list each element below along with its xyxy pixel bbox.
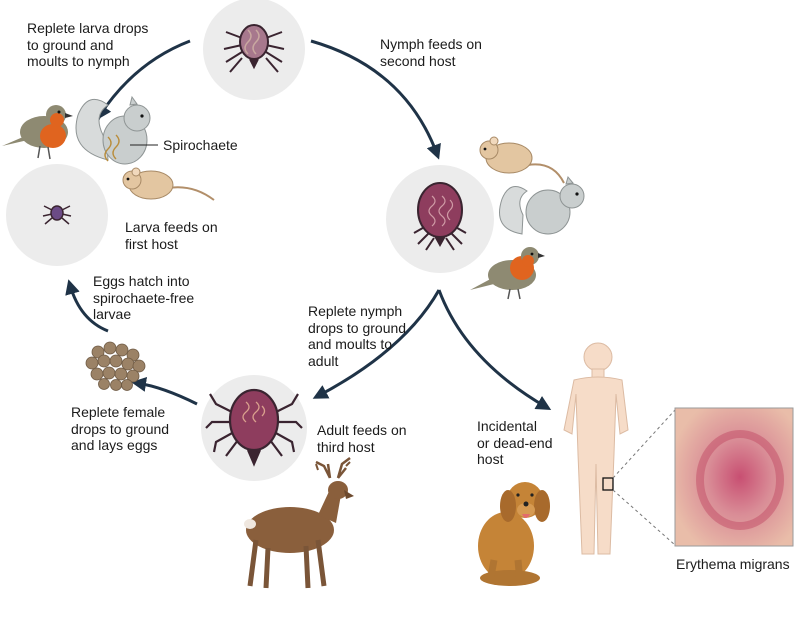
label-line: moults to nymph xyxy=(27,53,130,69)
mouse-icon-left xyxy=(122,167,215,201)
label-line: drops to ground xyxy=(308,319,407,336)
robin-bird-icon-right xyxy=(470,247,545,300)
label-eggs-hatch: Eggs hatch into spirochaete-free larvae xyxy=(93,273,194,323)
label-line: Spirochaete xyxy=(163,137,238,153)
rash-location-marker xyxy=(602,477,614,491)
label-adult-feeds: Adult feeds on third host xyxy=(317,422,407,455)
label-line: spirochaete-free xyxy=(93,289,195,306)
eggs-cluster-icon xyxy=(85,341,146,391)
label-line: Replete female xyxy=(71,404,166,420)
label-line: or dead-end xyxy=(477,434,553,451)
label-line: third host xyxy=(317,438,375,455)
mouse-icon-right xyxy=(479,136,565,184)
label-line: first host xyxy=(125,235,178,252)
label-larva-feeds: Larva feeds on first host xyxy=(125,219,218,252)
label-incidental-host: Incidental or dead-end host xyxy=(477,418,553,468)
zoom-line-bottom xyxy=(612,489,676,546)
label-line: to ground and xyxy=(27,36,114,53)
label-larva-drops: Replete larva drops to ground and moults… xyxy=(27,20,148,70)
label-line: and moults to xyxy=(308,336,393,352)
label-nymph-feeds: Nymph feeds on second host xyxy=(380,36,482,69)
adult-tick-icon xyxy=(205,388,303,467)
arrow-nymph-to-adult xyxy=(312,289,441,399)
human-figure-icon xyxy=(563,342,629,555)
label-line: drops to ground xyxy=(71,420,170,437)
label-line: adult xyxy=(308,352,339,369)
arrow-eggs-to-larva xyxy=(65,279,109,333)
erythema-migrans-photo xyxy=(674,407,794,547)
larva-tick-icon xyxy=(42,205,72,225)
label-line: Adult feeds on xyxy=(317,422,407,438)
arrow-female-to-eggs xyxy=(131,376,198,406)
label-line: Erythema migrans xyxy=(676,556,790,572)
label-line: Larva feeds on xyxy=(125,219,218,235)
squirrel-icon-left xyxy=(75,95,151,165)
arrow-nymph-to-second-host xyxy=(310,39,441,160)
label-line: and lays eggs xyxy=(71,437,158,453)
label-line: larvae xyxy=(93,306,132,322)
dog-icon xyxy=(478,482,550,586)
label-female-drops: Replete female drops to ground and lays … xyxy=(71,404,169,454)
deer-icon xyxy=(244,457,354,589)
arrow-to-incidental-host xyxy=(437,289,552,411)
label-line: second host xyxy=(380,52,456,69)
squirrel-icon-right xyxy=(499,175,585,235)
nymph-tick-icon xyxy=(223,24,285,73)
label-line: Replete nymph xyxy=(308,303,403,319)
label-spirochaete: Spirochaete xyxy=(163,137,238,154)
label-line: Nymph feeds on xyxy=(380,36,482,52)
engorged-nymph-tick-icon xyxy=(413,182,467,251)
label-line: Incidental xyxy=(477,418,537,434)
label-line: host xyxy=(477,451,504,467)
label-line: Replete larva drops xyxy=(27,20,149,36)
label-nymph-drops: Replete nymph drops to ground and moults… xyxy=(308,303,406,369)
label-erythema-migrans: Erythema migrans xyxy=(676,556,790,573)
label-line: Eggs hatch into xyxy=(93,273,190,289)
robin-bird-icon-left xyxy=(2,105,73,160)
